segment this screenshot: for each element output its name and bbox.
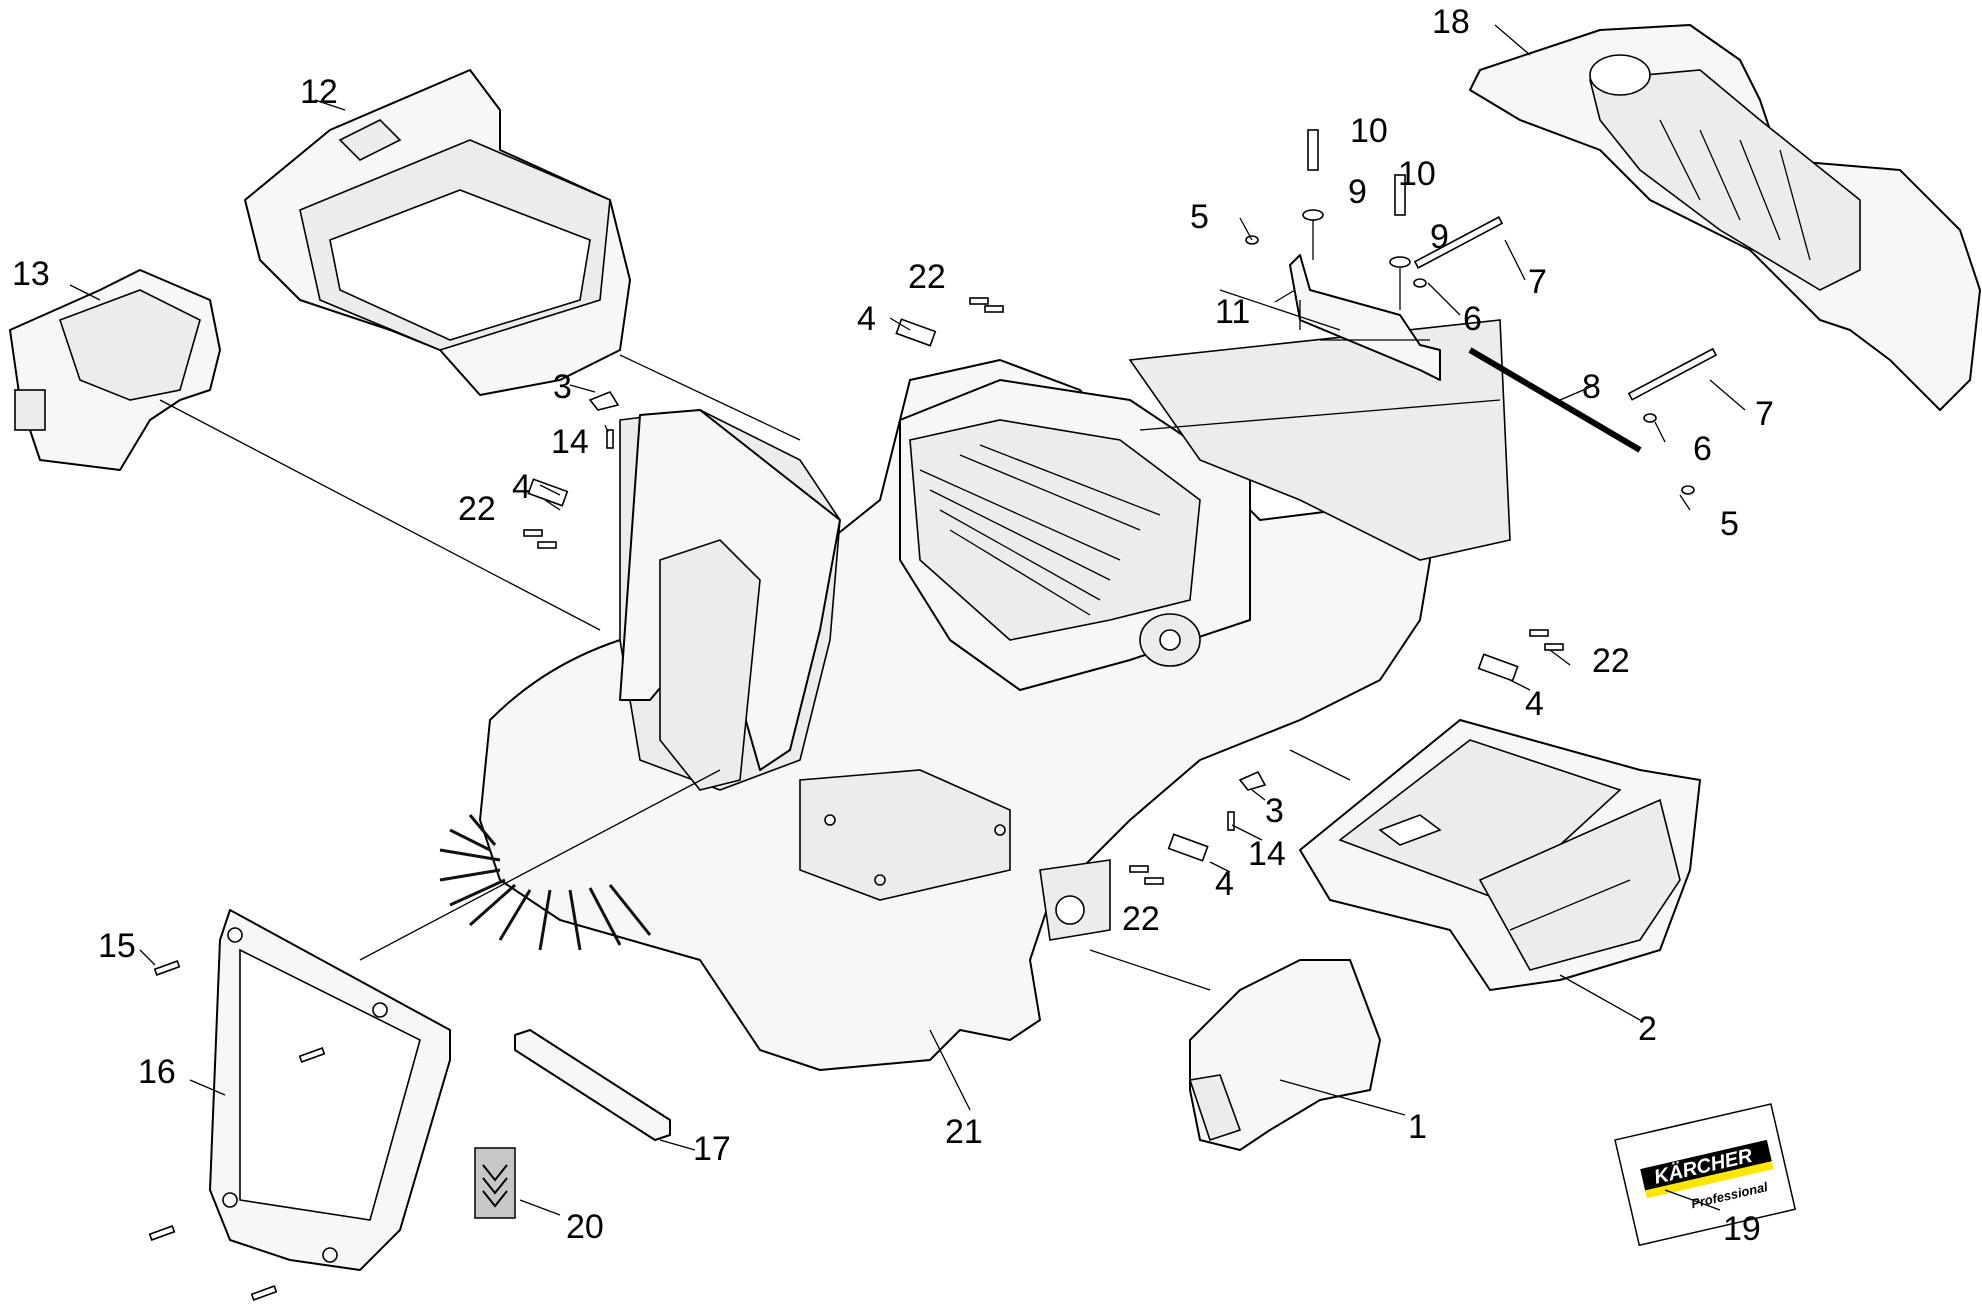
callout-5-upper: 5 xyxy=(1190,198,1209,236)
callout-8: 8 xyxy=(1582,368,1601,406)
callout-18: 18 xyxy=(1432,3,1470,41)
callout-5-lower: 5 xyxy=(1720,505,1739,543)
callout-labels: 1 2 3 3 4 4 4 4 5 5 6 6 7 7 8 9 9 10 10 … xyxy=(12,3,1774,1248)
callout-11: 11 xyxy=(1215,293,1250,331)
callout-20: 20 xyxy=(566,1208,604,1246)
decal-yellow-band xyxy=(1645,1161,1774,1199)
part-11-bracket xyxy=(1289,254,1441,381)
part-20-label xyxy=(474,1147,516,1219)
part-18-hood-right xyxy=(1469,24,1981,411)
callout-15: 15 xyxy=(98,927,136,965)
callout-4-c: 4 xyxy=(1525,685,1544,723)
side-brush xyxy=(439,814,652,951)
callout-4-a: 4 xyxy=(857,300,876,338)
callout-7-lower: 7 xyxy=(1755,395,1774,433)
callout-22-a: 22 xyxy=(908,258,946,296)
callout-14-lower: 14 xyxy=(1248,835,1286,873)
callout-4-d: 4 xyxy=(1215,865,1234,903)
callout-21: 21 xyxy=(945,1113,983,1151)
callout-22-b: 22 xyxy=(458,490,496,528)
callout-3-lower: 3 xyxy=(1265,792,1284,830)
callout-10-upper: 10 xyxy=(1350,112,1388,150)
callout-6-upper: 6 xyxy=(1463,300,1482,338)
callout-22-d: 22 xyxy=(1122,900,1160,938)
part-12-hood-left xyxy=(244,69,631,396)
callout-4-b: 4 xyxy=(512,468,531,506)
part-2-right-container xyxy=(1299,719,1701,991)
callout-1: 1 xyxy=(1408,1108,1427,1146)
part-8-rod xyxy=(1468,347,1642,453)
callout-7-upper: 7 xyxy=(1528,263,1547,301)
callout-2: 2 xyxy=(1638,1010,1657,1048)
callout-16: 16 xyxy=(138,1053,176,1091)
callout-10-lower: 10 xyxy=(1398,155,1436,193)
leader-lines xyxy=(69,24,1746,1216)
callout-22-c: 22 xyxy=(1592,642,1630,680)
part-21-main-body xyxy=(479,319,1511,1071)
callout-14-upper: 14 xyxy=(551,423,589,461)
callout-9-lower: 9 xyxy=(1430,218,1449,256)
callout-17: 17 xyxy=(693,1130,731,1168)
callout-9-upper: 9 xyxy=(1348,173,1367,211)
callout-12: 12 xyxy=(300,73,338,111)
hardware-group xyxy=(148,129,1718,1301)
part-1-right-cover xyxy=(1188,959,1381,1151)
callout-13: 13 xyxy=(12,255,50,293)
callout-6-lower: 6 xyxy=(1693,430,1712,468)
part-17-strip xyxy=(514,1029,671,1141)
part-13-left-cover xyxy=(9,269,221,471)
part-16-front-cover xyxy=(209,909,451,1271)
callout-19: 19 xyxy=(1723,1210,1761,1248)
callout-3-upper: 3 xyxy=(553,368,572,406)
part-19-decal: KÄRCHER Professional xyxy=(1614,1103,1797,1247)
